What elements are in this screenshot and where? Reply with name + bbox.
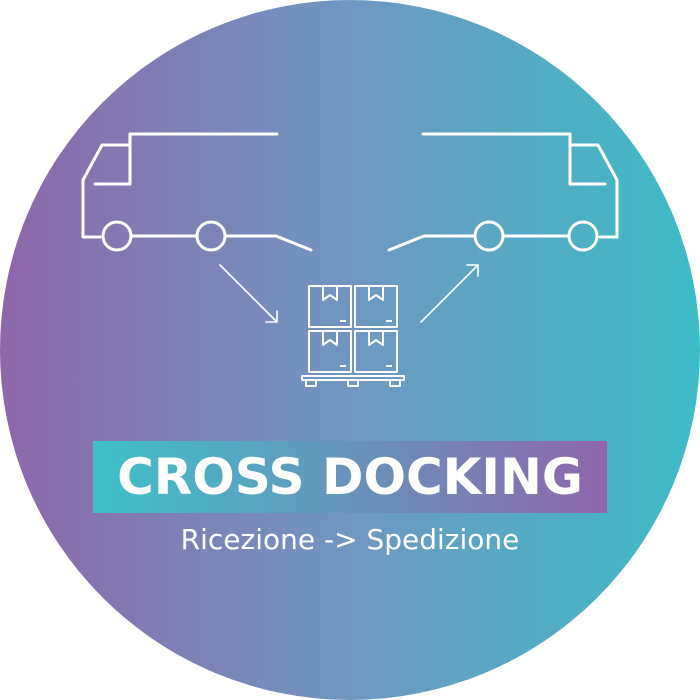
page-title: CROSS DOCKING — [117, 448, 583, 506]
arrow-down-right-icon — [219, 264, 278, 323]
title-banner: CROSS DOCKING — [93, 441, 607, 513]
pallet-boxes-icon — [301, 285, 405, 387]
subtitle: Ricezione -> Spedizione — [180, 523, 520, 556]
inbound-truck-icon — [81, 132, 313, 252]
arrow-up-right-icon — [420, 264, 479, 323]
outbound-truck-icon — [387, 132, 619, 252]
